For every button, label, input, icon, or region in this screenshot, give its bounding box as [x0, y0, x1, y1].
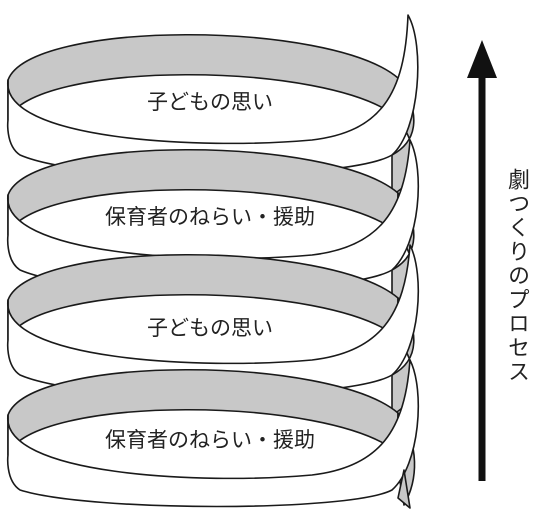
- process-label: 劇つくりのプロセス: [504, 168, 529, 384]
- process-arrow: [467, 40, 497, 481]
- ribbon-loop-4: [6, 359, 420, 509]
- loop-1-label: 子どもの思い: [147, 90, 273, 114]
- loop-4-label: 保育者のねらい・援助: [105, 428, 315, 452]
- loop-3-label: 子どもの思い: [147, 316, 273, 340]
- loop-2-label: 保育者のねらい・援助: [105, 205, 315, 229]
